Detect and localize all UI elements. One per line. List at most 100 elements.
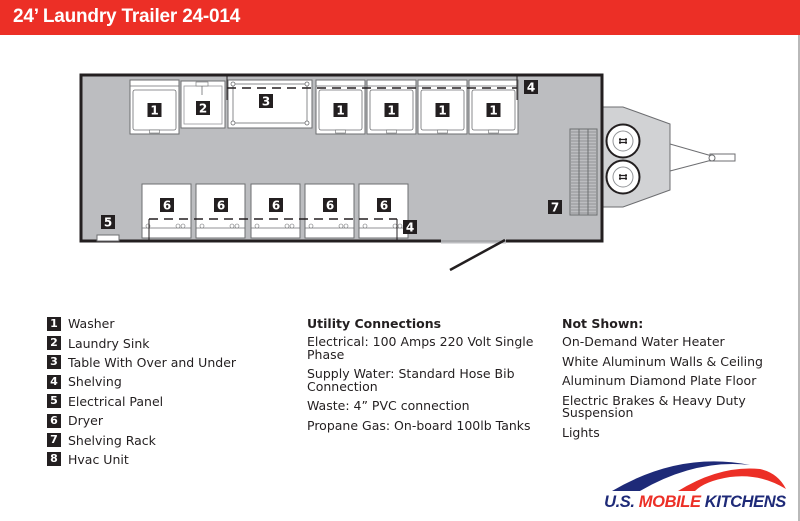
table-badge: 3	[259, 94, 273, 109]
shelving-top	[226, 75, 518, 100]
sink-badge-number: 2	[199, 102, 207, 116]
appliance-washer: 1	[468, 79, 519, 135]
legend-item: 8 Hvac Unit	[47, 450, 236, 469]
title-bar: 24’ Laundry Trailer 24-014	[0, 0, 800, 35]
legend-number-badge: 3	[47, 355, 61, 370]
not-shown-item: Electric Brakes & Heavy Duty Suspension	[562, 392, 746, 420]
appliance-dryer: 6	[195, 183, 246, 239]
dryer-badge: 6	[323, 198, 337, 213]
legend-number-badge: 4	[47, 374, 61, 389]
washer-badge-number: 1	[336, 104, 344, 118]
legend-label: Dryer	[68, 413, 103, 429]
utility-item: Electrical: 100 Amps 220 Volt Single Pha…	[307, 334, 534, 362]
legend-label: Table With Over and Under	[68, 354, 237, 370]
appliance-washer: 1	[417, 79, 468, 135]
not-shown-heading: Not Shown:	[562, 316, 644, 331]
washer-badge: 1	[384, 103, 399, 118]
shelving-rack	[569, 128, 598, 216]
dryer-badge-number: 6	[272, 199, 280, 213]
dryer-badge-number: 6	[163, 199, 171, 213]
logo-text-mobile: MOBILE	[638, 493, 701, 511]
appliance-washer: 1	[129, 79, 180, 135]
table-badge-number: 3	[262, 95, 270, 109]
trailer-floorplan: 1 2 3 1 1 1 1 6 6 6 6 6 4 4 5 7	[79, 73, 736, 272]
washer-badge-number: 1	[438, 104, 446, 118]
logo-text-us: U.S.	[604, 493, 639, 511]
panel-badge: 5	[101, 215, 115, 230]
legend: 1 Washer 2 Laundry Sink 3 Table With Over and…	[47, 314, 236, 469]
shelving-top-badge-number: 4	[527, 81, 535, 95]
legend-label: Hvac Unit	[68, 451, 129, 467]
logo-text-kitchens: KITCHENS	[700, 493, 787, 511]
trailer-tongue	[602, 106, 736, 208]
shelving-bottom-badge-number: 4	[406, 221, 414, 235]
washer-badge-number: 1	[489, 104, 497, 118]
appliance-table: 3	[227, 79, 313, 129]
legend-item: 3 Table With Over and Under	[47, 353, 236, 372]
sink-badge: 2	[196, 101, 210, 116]
legend-item: 6 Dryer	[47, 411, 236, 430]
page-title: 24’ Laundry Trailer 24-014	[13, 6, 241, 27]
legend-label: Washer	[68, 316, 115, 332]
dryer-badge-number: 6	[326, 199, 334, 213]
washer-badge: 1	[147, 103, 162, 118]
dryer-badge-number: 6	[380, 199, 388, 213]
washer-badge-number: 1	[387, 104, 395, 118]
legend-item: 4 Shelving	[47, 372, 236, 391]
dryer-badge-number: 6	[217, 199, 225, 213]
not-shown-item: Lights	[562, 424, 600, 440]
rack-badge: 7	[548, 200, 562, 215]
dryer-badge: 6	[214, 198, 228, 213]
dryer-badge: 6	[377, 198, 391, 213]
legend-label: Shelving	[68, 374, 122, 390]
dryer-badge: 6	[269, 198, 283, 213]
legend-number-badge: 5	[47, 394, 61, 409]
legend-number-badge: 8	[47, 452, 61, 467]
panel-badge-number: 5	[104, 216, 112, 230]
appliance-dryer: 6	[304, 183, 355, 239]
washer-badge: 1	[486, 103, 501, 118]
not-shown-item: On-Demand Water Heater	[562, 334, 725, 349]
appliance-washer: 1	[366, 79, 417, 135]
shelving-bottom-badge: 4	[403, 220, 417, 235]
propane-tank-icon	[605, 123, 641, 159]
not-shown-item: Aluminum Diamond Plate Floor	[562, 373, 757, 388]
legend-number-badge: 6	[47, 413, 61, 428]
utility-item: Supply Water: Standard Hose Bib Connecti…	[307, 366, 515, 394]
shelving-top-badge: 4	[524, 80, 538, 95]
legend-number-badge: 7	[47, 433, 61, 448]
legend-item: 5 Electrical Panel	[47, 392, 236, 411]
electrical-panel	[96, 234, 120, 242]
appliance-dryer: 6	[141, 183, 192, 239]
logo-swoosh-icon	[612, 461, 786, 491]
shelving-bottom	[148, 218, 398, 240]
utility-item: Propane Gas: On-board 100lb Tanks	[307, 417, 531, 433]
not-shown-item: White Aluminum Walls & Ceiling	[562, 353, 763, 369]
utility-item: Waste: 4” PVC connection	[307, 398, 470, 413]
legend-label: Shelving Rack	[68, 432, 156, 448]
washer-badge-number: 1	[150, 104, 158, 118]
dryer-badge: 6	[160, 198, 174, 213]
washer-badge: 1	[435, 103, 450, 118]
propane-tank-icon	[605, 159, 641, 195]
utility-heading: Utility Connections	[307, 316, 442, 331]
appliance-sink: 2	[180, 80, 226, 129]
legend-item: 2 Laundry Sink	[47, 333, 236, 352]
utility-connections: Utility Connections Electrical: 100 Amps…	[307, 316, 537, 439]
legend-label: Electrical Panel	[68, 393, 164, 409]
brand-logo: U.S. MOBILE KITCHENS	[600, 455, 790, 515]
legend-item: 1 Washer	[47, 314, 236, 333]
legend-item: 7 Shelving Rack	[47, 430, 236, 449]
rack-badge-number: 7	[551, 201, 559, 215]
hitch-ball-icon	[708, 154, 716, 162]
appliance-washer: 1	[315, 79, 366, 135]
washer-badge: 1	[333, 103, 348, 118]
door-swing	[449, 238, 506, 272]
legend-number-badge: 2	[47, 336, 61, 351]
appliance-dryer: 6	[250, 183, 301, 239]
legend-label: Laundry Sink	[68, 335, 150, 351]
page-border	[798, 35, 800, 521]
appliance-dryer: 6	[358, 183, 409, 239]
legend-number-badge: 1	[47, 316, 61, 331]
